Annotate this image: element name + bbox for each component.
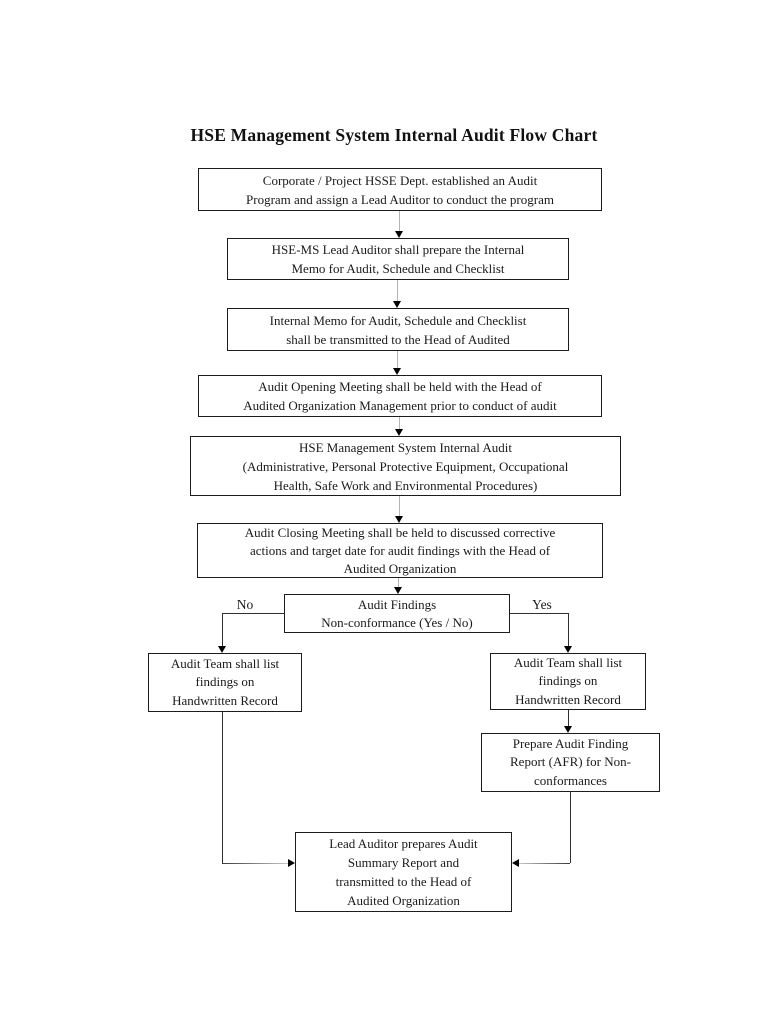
arrow-down-icon bbox=[393, 301, 401, 308]
arrow-down-icon bbox=[218, 646, 226, 653]
yes-label: Yes bbox=[532, 597, 552, 612]
step-establish-program-box: Corporate / Project HSSE Dept. establish… bbox=[198, 168, 602, 211]
step-transmit-memo-box: Internal Memo for Audit, Schedule and Ch… bbox=[227, 308, 569, 351]
arrow-left-icon bbox=[512, 858, 519, 867]
connector-line-3 bbox=[397, 351, 398, 368]
arrow-down-icon bbox=[564, 646, 572, 653]
no-branch-line bbox=[222, 613, 223, 646]
connector-line-2 bbox=[397, 280, 398, 301]
connector-line-afr bbox=[568, 710, 569, 726]
no-branch-line-to-final bbox=[222, 712, 223, 863]
arrow-down-icon bbox=[395, 231, 403, 238]
arrow-down-icon bbox=[564, 726, 572, 733]
no-branch-line-to-final bbox=[222, 863, 288, 864]
arrow-down-icon bbox=[395, 429, 403, 436]
arrow-right-icon bbox=[288, 858, 295, 867]
connector-line-6 bbox=[398, 578, 399, 587]
step-opening-meeting-box: Audit Opening Meeting shall be held with… bbox=[198, 375, 602, 417]
arrow-down-icon bbox=[393, 368, 401, 375]
final-summary-report-box: Lead Auditor prepares Audit Summary Repo… bbox=[295, 832, 512, 912]
yes-branch-line bbox=[568, 613, 569, 646]
yes-branch-line bbox=[510, 613, 568, 614]
connector-line-1 bbox=[399, 211, 400, 231]
prepare-afr-box: Prepare Audit Finding Report (AFR) for N… bbox=[481, 733, 660, 792]
step-closing-meeting-box: Audit Closing Meeting shall be held to d… bbox=[197, 523, 603, 578]
decision-audit-findings-box: Audit Findings Non-conformance (Yes / No… bbox=[284, 594, 510, 633]
step-prepare-memo-box: HSE-MS Lead Auditor shall prepare the In… bbox=[227, 238, 569, 280]
arrow-down-icon bbox=[394, 587, 402, 594]
yes-branch-line-to-final bbox=[570, 792, 571, 863]
no-branch-handwritten-record-box: Audit Team shall list findings on Handwr… bbox=[148, 653, 302, 712]
no-branch-line bbox=[222, 613, 284, 614]
step-internal-audit-box: HSE Management System Internal Audit (Ad… bbox=[190, 436, 621, 496]
no-label: No bbox=[236, 597, 254, 612]
arrow-down-icon bbox=[395, 516, 403, 523]
flowchart-title: HSE Management System Internal Audit Flo… bbox=[190, 125, 598, 145]
connector-line-4 bbox=[399, 417, 400, 429]
yes-branch-line-to-final bbox=[519, 863, 570, 864]
yes-branch-handwritten-record-box: Audit Team shall list findings on Handwr… bbox=[490, 653, 646, 710]
connector-line-5 bbox=[399, 496, 400, 516]
